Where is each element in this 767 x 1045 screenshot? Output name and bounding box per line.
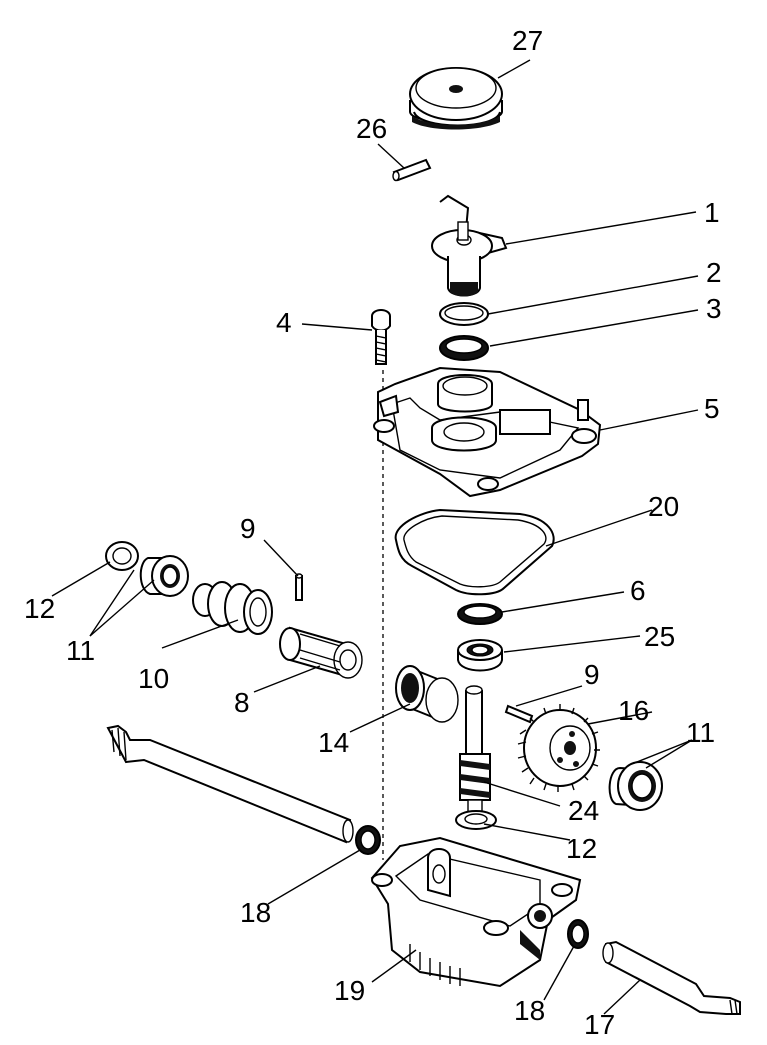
part-2-circlip (439, 302, 489, 326)
part-20-gasket (394, 508, 555, 596)
label-9-left: 9 (240, 513, 256, 544)
part-5-cover (373, 366, 602, 498)
part-9b-pin (504, 704, 534, 724)
label-12-left: 12 (24, 593, 55, 624)
label-20: 20 (648, 491, 679, 522)
part-16-gear (517, 704, 600, 792)
label-17: 17 (584, 1009, 615, 1040)
part-11a-bushing (139, 555, 189, 597)
label-1: 1 (704, 197, 720, 228)
label-4: 4 (276, 307, 292, 338)
label-14: 14 (318, 727, 349, 758)
part-4-screw (371, 309, 391, 365)
label-3: 3 (706, 293, 722, 324)
label-18-left: 18 (240, 897, 271, 928)
label-5: 5 (704, 393, 720, 424)
label-27: 27 (512, 25, 543, 56)
part-10-spring (192, 581, 273, 635)
label-8: 8 (234, 687, 250, 718)
label-19: 19 (334, 975, 365, 1006)
part-12b-washer (455, 810, 497, 830)
label-26: 26 (356, 113, 387, 144)
part-14-bushing (395, 665, 459, 723)
part-9a-pin (295, 573, 303, 601)
label-6: 6 (630, 575, 646, 606)
label-25: 25 (644, 621, 675, 652)
part-19-housing (370, 836, 582, 988)
part-labels: 27 26 1 2 3 4 5 20 9 12 6 25 11 10 9 8 1… (24, 25, 722, 1040)
part-18b-seal (567, 919, 589, 949)
part-18a-seal (355, 825, 381, 855)
label-9-right: 9 (584, 659, 600, 690)
label-2: 2 (706, 257, 722, 288)
label-11-left: 11 (66, 635, 95, 666)
leader-lines (51, 59, 699, 1015)
part-27-pulley (409, 67, 503, 130)
part-25-bearing (457, 639, 503, 672)
left-drive-shaft (106, 724, 354, 844)
label-18-right: 18 (514, 995, 545, 1026)
part-17-shaft (602, 940, 741, 1015)
part-24-worm-shaft (459, 685, 491, 813)
part-6-seal (457, 603, 503, 625)
label-12-right: 12 (566, 833, 597, 864)
label-10: 10 (138, 663, 169, 694)
part-26-pin (392, 158, 432, 182)
part-12a-washer (105, 541, 139, 571)
part-8-sleeve (279, 626, 363, 679)
label-16: 16 (618, 695, 649, 726)
part-11b-bushing (608, 761, 663, 811)
part-3-seal (439, 335, 489, 361)
label-11-right: 11 (686, 717, 715, 748)
label-24: 24 (568, 795, 599, 826)
part-1-lever (431, 194, 508, 297)
